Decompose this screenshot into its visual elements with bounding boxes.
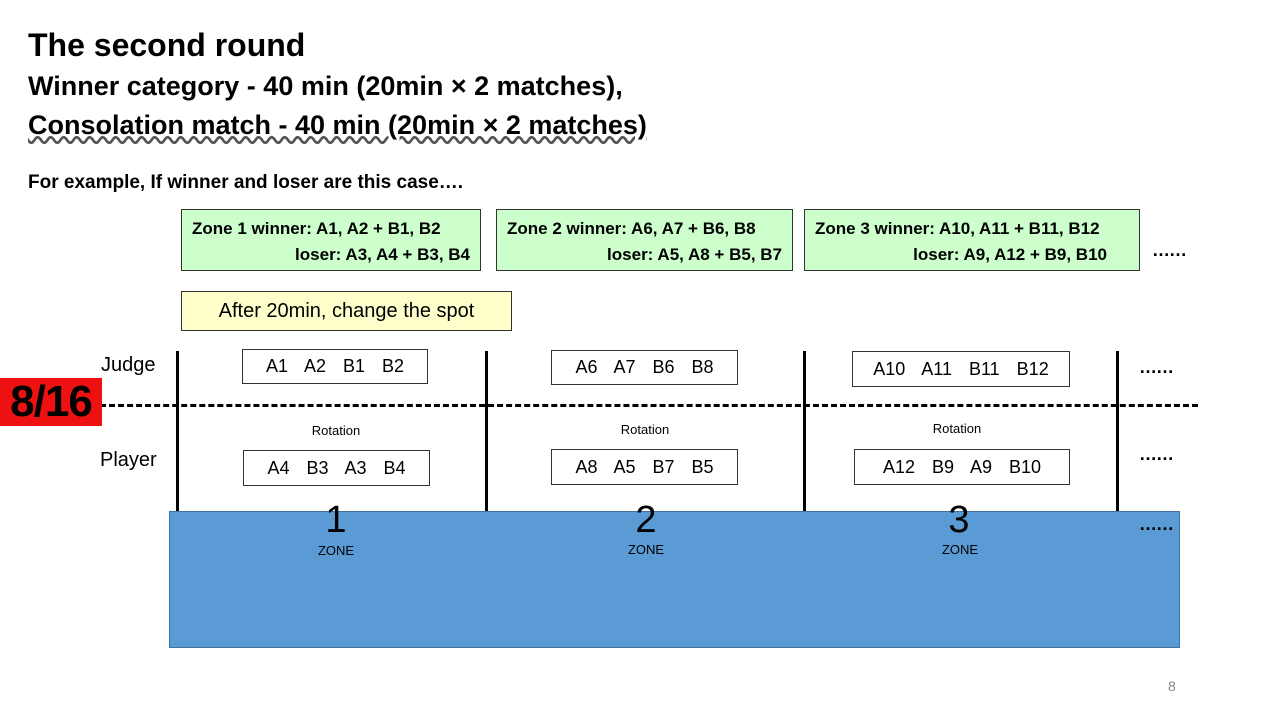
zone-2-number: 2 xyxy=(635,499,657,541)
player-label: Player xyxy=(100,449,157,471)
slide-title: The second round xyxy=(28,27,306,63)
winner-category-line: Winner category - 40 min (20min × 2 matc… xyxy=(28,71,623,101)
judge-label: Judge xyxy=(101,354,156,376)
zone-divider xyxy=(803,351,806,511)
change-spot-note: After 20min, change the spot xyxy=(181,291,512,331)
zone-1-label: ZONE xyxy=(317,543,355,558)
zone-1-judge-box: A1 A2 B1 B2 xyxy=(242,349,428,384)
example-text: For example, If winner and loser are thi… xyxy=(28,172,464,193)
zone-3-number: 3 xyxy=(948,499,970,541)
consolation-match-line: Consolation match - 40 min (20min × 2 ma… xyxy=(28,110,647,140)
zone-1-number: 1 xyxy=(325,499,347,541)
zone-divider xyxy=(485,351,488,511)
zone-2-winner-text: Zone 2 winner: A6, A7 + B6, B8 xyxy=(507,219,756,238)
zone-2-label: ZONE xyxy=(627,542,665,557)
zone-3-judge-box: A10 A11 B11 B12 xyxy=(852,351,1070,387)
more-zones-ellipsis: …… xyxy=(1139,357,1174,377)
zone-1-player-box: A4 B3 A3 B4 xyxy=(243,450,430,486)
zone-2-rotation-label: Rotation xyxy=(620,422,670,437)
zone-1-result-box: Zone 1 winner: A1, A2 + B1, B2 loser: A3… xyxy=(181,209,481,271)
zone-1-loser-text: loser: A3, A4 + B3, B4 xyxy=(295,245,470,264)
zone-3-winner-text: Zone 3 winner: A10, A11 + B11, B12 xyxy=(815,219,1100,238)
zone-3-rotation-label: Rotation xyxy=(932,421,982,436)
zone-3-result-box: Zone 3 winner: A10, A11 + B11, B12 loser… xyxy=(804,209,1140,271)
date-badge: 8/16 xyxy=(0,378,102,426)
more-zones-ellipsis: …… xyxy=(1139,444,1174,464)
water-area xyxy=(169,511,1180,648)
more-zones-ellipsis: …… xyxy=(1139,514,1174,534)
more-zones-ellipsis: …… xyxy=(1152,240,1187,260)
zone-2-judge-box: A6 A7 B6 B8 xyxy=(551,350,738,385)
zone-3-label: ZONE xyxy=(941,542,979,557)
zone-1-rotation-label: Rotation xyxy=(311,423,361,438)
zone-1-winner-text: Zone 1 winner: A1, A2 + B1, B2 xyxy=(192,219,441,238)
zone-2-player-box: A8 A5 B7 B5 xyxy=(551,449,738,485)
zone-divider xyxy=(176,351,179,511)
zone-2-loser-text: loser: A5, A8 + B5, B7 xyxy=(607,245,782,264)
zone-3-loser-text: loser: A9, A12 + B9, B10 xyxy=(913,245,1107,264)
zone-2-result-box: Zone 2 winner: A6, A7 + B6, B8 loser: A5… xyxy=(496,209,793,271)
net-dashed-line xyxy=(100,404,1198,407)
page-number: 8 xyxy=(1168,678,1176,694)
zone-divider xyxy=(1116,351,1119,511)
zone-3-player-box: A12 B9 A9 B10 xyxy=(854,449,1070,485)
